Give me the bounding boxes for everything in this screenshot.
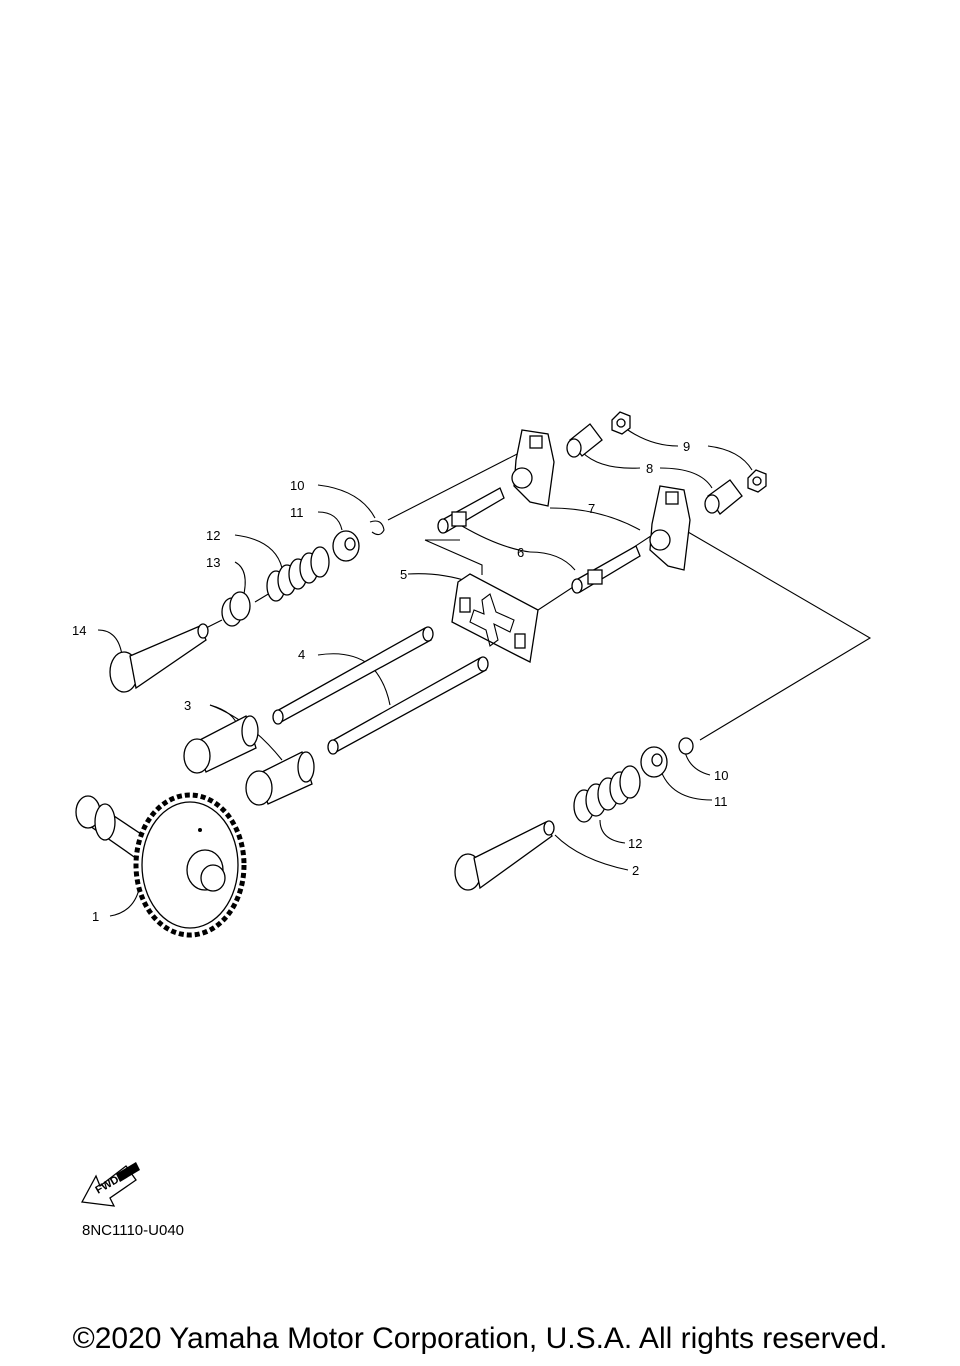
nut-part-9 — [611, 411, 767, 493]
valve-part-14 — [109, 623, 209, 693]
callout-labels: 1 2 3 4 5 6 7 8 9 10 10 11 11 12 12 13 1… — [72, 439, 728, 924]
callout-7: 7 — [588, 501, 595, 516]
callout-2: 2 — [632, 863, 639, 878]
stud-part-6 — [437, 487, 641, 594]
keeper-part-10-upper — [369, 520, 385, 536]
copyright-notice: ©2020 Yamaha Motor Corporation, U.S.A. A… — [72, 1322, 888, 1355]
assembly-lines — [205, 449, 872, 741]
callout-14: 14 — [72, 623, 86, 638]
callout-12-upper: 12 — [206, 528, 220, 543]
callout-4: 4 — [298, 647, 305, 662]
callout-10-lower: 10 — [714, 768, 728, 783]
callout-9: 9 — [683, 439, 690, 454]
callout-10-upper: 10 — [290, 478, 304, 493]
tappet-part-3 — [183, 715, 315, 806]
callout-12-lower: 12 — [628, 836, 642, 851]
valve-part-2 — [454, 820, 555, 891]
camshaft-part-1 — [75, 792, 247, 938]
fwd-arrow-icon: FWD — [80, 1162, 140, 1207]
callout-13: 13 — [206, 555, 220, 570]
guide-plate-part-5 — [451, 573, 539, 663]
keeper-part-10-lower — [678, 737, 694, 755]
pushrod-part-4 — [272, 626, 489, 755]
callout-6: 6 — [517, 545, 524, 560]
callout-5: 5 — [400, 567, 407, 582]
spring-part-12-lower — [573, 765, 641, 823]
pivot-part-8 — [566, 423, 743, 515]
diagram-code: 8NC1110-U040 — [82, 1222, 185, 1239]
callout-3: 3 — [184, 698, 191, 713]
callout-8: 8 — [646, 461, 653, 476]
callout-11-upper: 11 — [290, 505, 304, 520]
rocker-arm-part-7 — [511, 429, 691, 571]
seal-part-13 — [221, 591, 251, 627]
spring-part-12-upper — [266, 546, 330, 602]
callout-11-lower: 11 — [714, 794, 728, 809]
callout-1: 1 — [92, 909, 99, 924]
retainer-part-11-lower — [640, 746, 668, 778]
retainer-part-11-upper — [332, 530, 360, 562]
